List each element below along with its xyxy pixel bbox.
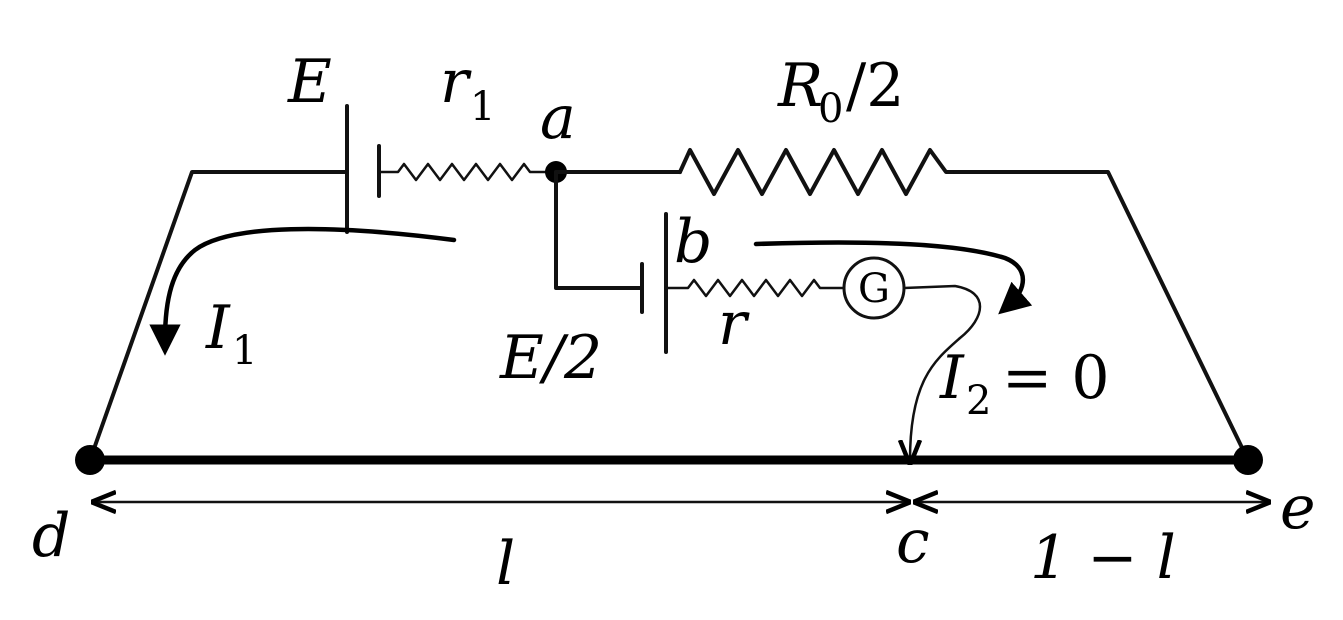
node-e [1233, 445, 1263, 475]
svg-text:1: 1 [232, 328, 257, 374]
label-d: d [32, 501, 70, 571]
label-r1: r 1 [440, 47, 495, 130]
resistor-r [664, 278, 846, 298]
wire-left [88, 170, 347, 462]
wire-g-to-c [904, 284, 982, 460]
resistor-r0-half [678, 148, 957, 196]
label-e-half: E/2 [499, 323, 602, 393]
svg-text:I: I [939, 343, 965, 413]
label-i2-zero: I 2 = 0 [939, 343, 1110, 424]
label-a: a [540, 83, 576, 153]
node-d [75, 445, 105, 475]
label-r0-half: R 0 /2 [777, 51, 904, 132]
label-b: b [674, 207, 712, 277]
label-r: r [718, 289, 750, 359]
current-arrow-i1 [149, 226, 457, 356]
svg-text:1: 1 [470, 84, 495, 130]
label-c: c [896, 507, 930, 577]
label-i1: I 1 [205, 293, 257, 374]
wire-right [953, 170, 1250, 462]
svg-text:= 0: = 0 [1002, 343, 1110, 413]
svg-text:R: R [777, 51, 823, 121]
svg-text:r: r [440, 47, 472, 117]
label-e: E [287, 47, 332, 117]
label-l: l [496, 529, 515, 599]
resistor-r1 [377, 162, 555, 182]
svg-text:/2: /2 [846, 51, 904, 121]
svg-text:I: I [205, 293, 231, 363]
svg-text:0: 0 [818, 86, 843, 132]
label-e-end: e [1280, 473, 1316, 543]
svg-text:2: 2 [966, 378, 991, 424]
label-one-minus-l: 1 − l [1030, 523, 1176, 593]
galvanometer-label: G [858, 266, 890, 312]
current-arrow-i2 [753, 240, 1033, 315]
wire-a-to-e2 [554, 170, 642, 290]
